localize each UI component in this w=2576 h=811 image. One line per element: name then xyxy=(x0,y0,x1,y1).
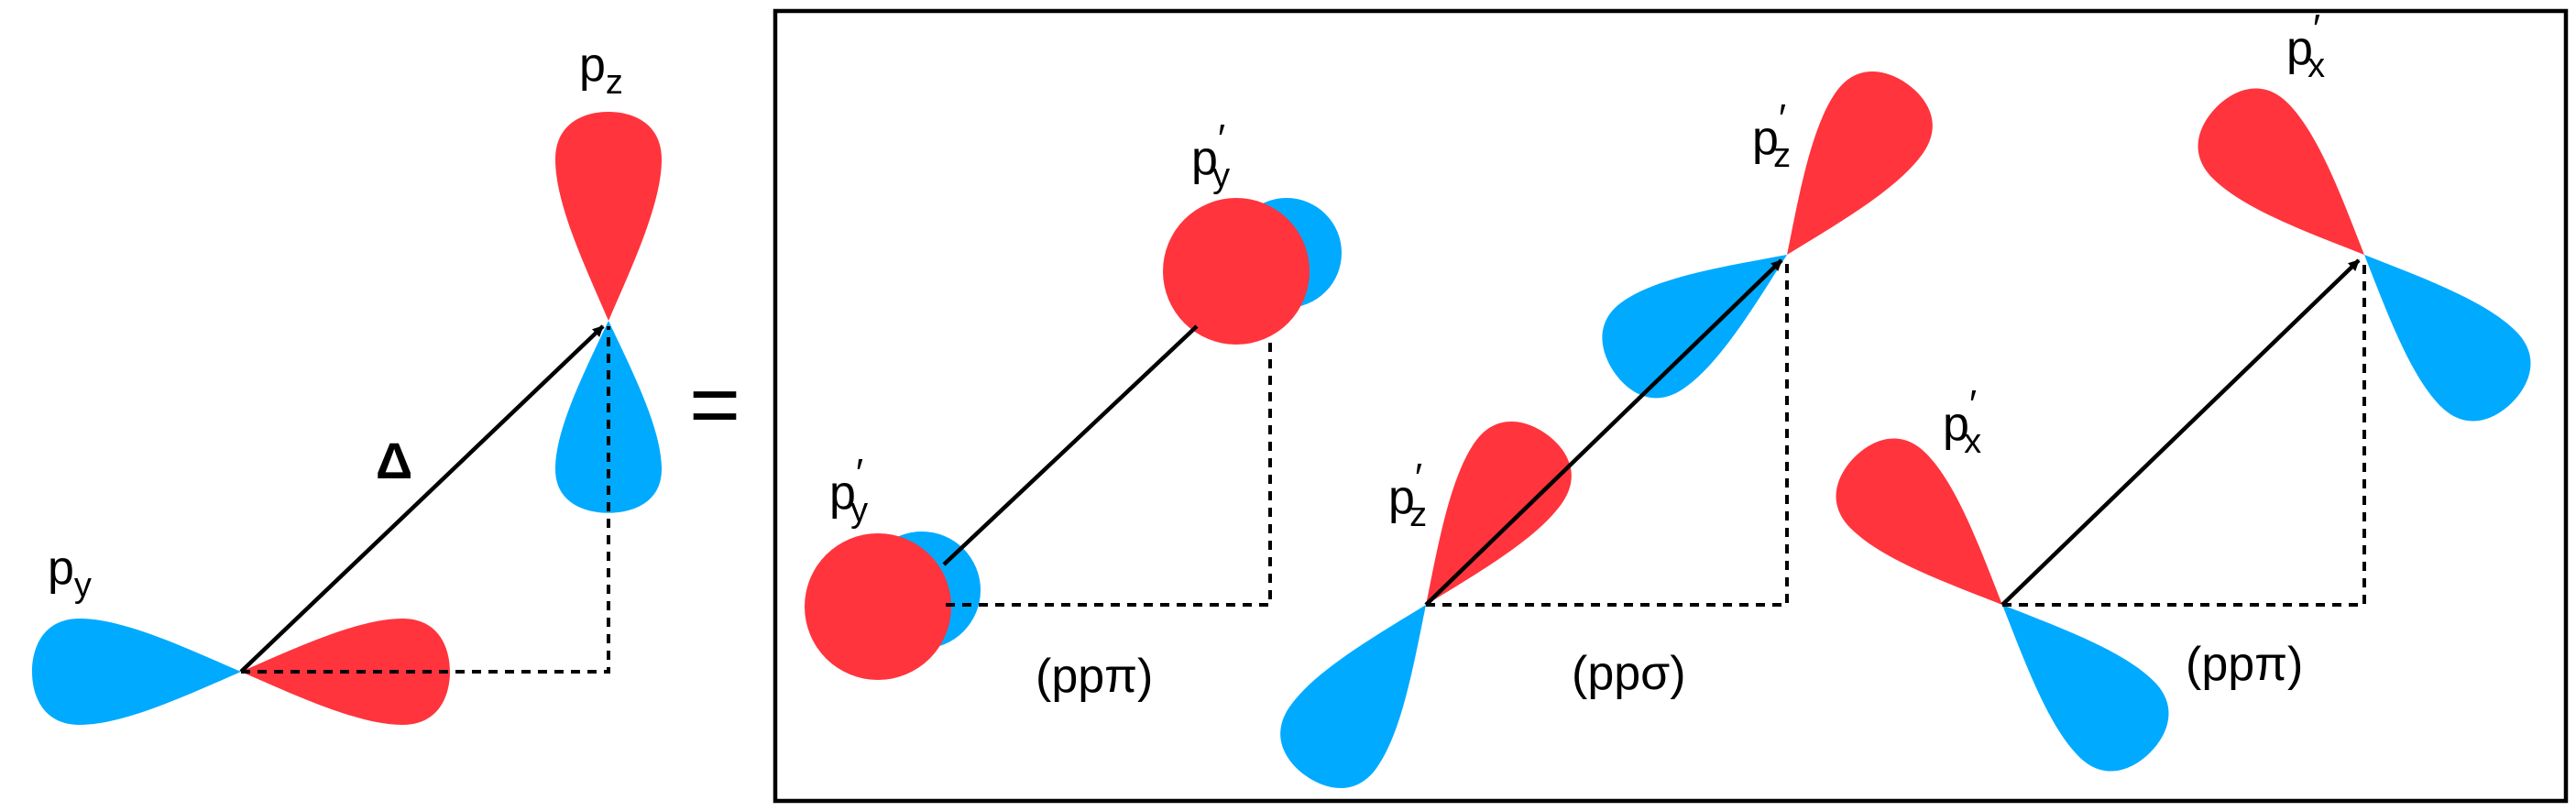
pz-prime-end-orbital xyxy=(1584,52,1951,416)
py-lobe-negative xyxy=(32,619,241,725)
pz-label: pz xyxy=(579,38,623,102)
pp-pi-right-term: p′x p′x (ppπ) xyxy=(1816,6,2550,791)
pz-lobe-negative xyxy=(555,321,662,513)
pi-left-bond-vector xyxy=(942,324,1199,566)
delta-vector xyxy=(239,324,605,674)
pz-lobe-positive xyxy=(555,112,662,321)
pi-left-end-label: p′y xyxy=(1191,116,1230,195)
sigma-bond-vector xyxy=(1424,258,1783,607)
pz-prime-end-lobe-negative xyxy=(1584,210,1817,416)
equals-sign: = xyxy=(689,356,740,454)
sigma-end-label: p′z xyxy=(1752,96,1791,175)
sigma-projection xyxy=(1426,260,1789,607)
pi-left-origin-label: p′y xyxy=(829,451,868,530)
py-prime-end-front-lobe xyxy=(1163,198,1310,345)
delta-label: Δ xyxy=(376,432,412,489)
pp-sigma-term: p′z p′z (ppσ) xyxy=(1262,52,1951,807)
pi-right-bond-label: (ppπ) xyxy=(2186,638,2303,691)
pi-right-projection xyxy=(2002,260,2366,607)
py-prime-origin-front-lobe xyxy=(805,533,951,680)
pi-right-end-label: p′x xyxy=(2286,6,2325,85)
pz-prime-origin-lobe-negative xyxy=(1262,574,1470,807)
left-orbitals: py pz Δ = xyxy=(32,38,740,725)
pi-left-projection xyxy=(946,337,1272,607)
pi-right-origin-label: p′x xyxy=(1943,382,1981,461)
pi-right-bond-vector xyxy=(2001,258,2361,607)
delta-projection xyxy=(241,326,610,674)
decomposition-panel xyxy=(773,8,2569,804)
py-label: py xyxy=(48,542,92,605)
sigma-bond-label: (ppσ) xyxy=(1572,647,1686,700)
pp-pi-left-term: p′y p′y (ppπ) xyxy=(805,116,1342,703)
sigma-origin-label: p′z xyxy=(1388,455,1427,534)
pi-left-bond-label: (ppπ) xyxy=(1036,650,1153,703)
